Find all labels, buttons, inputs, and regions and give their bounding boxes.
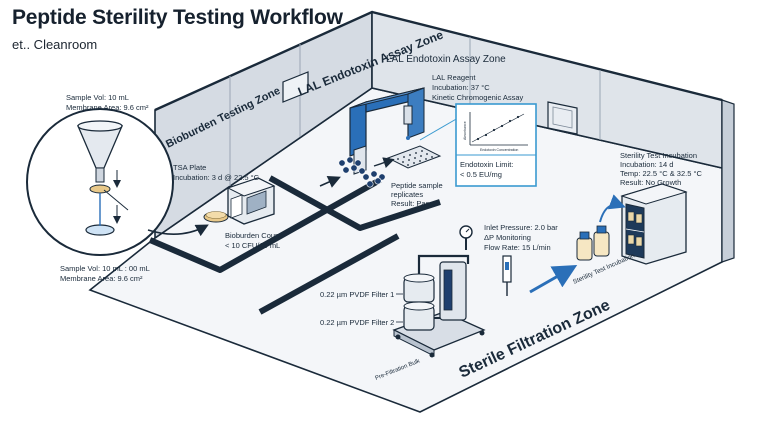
tsa-line1: TSA Plate (173, 163, 206, 172)
samples-to-plate-arrow (373, 157, 395, 168)
culture-bottles (576, 225, 610, 261)
peptide-samples-line2: replicates (391, 190, 423, 199)
page-subtitle: et.. Cleanroom (12, 37, 98, 52)
tsa-line2: Incubation: 3 d @ 22.5 °C (173, 173, 260, 182)
sterility-test-line4: Result: No Growth (620, 178, 681, 187)
inlet-pressure-line2: ΔP Monitoring (484, 233, 531, 242)
membrane-bottom-line2: Membrane Area: 9.6 cm² (60, 274, 143, 283)
peptide-samples-line1: Peptide sample (391, 181, 443, 190)
membrane-filter-callout (26, 108, 174, 256)
lal-microplate (386, 145, 442, 169)
endotoxin-limit-line1: Endotoxin Limit: (460, 160, 513, 169)
filter2-label: 0.22 µm PVDF Filter 2 (320, 318, 394, 327)
bioburden-to-lal-arrow (319, 176, 341, 188)
zone-label-lal-top: LAL Endotoxin Assay Zone (386, 54, 506, 65)
filter1-label: 0.22 µm PVDF Filter 1 (320, 290, 394, 299)
sterility-test-line3: Temp: 22.5 °C & 32.5 °C (620, 169, 702, 178)
bioburden-count-line1: Bioburden Count: (225, 231, 283, 240)
sterility-incubator-cabinet (620, 183, 688, 265)
inlet-pressure-line3: Flow Rate: 15 L/min (484, 243, 551, 252)
petri-dish (203, 211, 229, 223)
lal-gantry-robot (349, 87, 425, 175)
page-title: Peptide Sterility Testing Workflow (12, 6, 343, 29)
membrane-to-plate-arrow (147, 224, 209, 237)
filtration-to-bottles-arrow (529, 265, 578, 294)
bioburden-count-line2: < 10 CFU/10 mL (225, 241, 280, 250)
room-walls (88, 10, 735, 413)
endotoxin-chart-ylabel: Absorbance (463, 121, 467, 140)
wall-window (282, 71, 309, 103)
membrane-top-line2: Membrane Area: 9.6 cm² (66, 103, 149, 112)
lal-reagent-line1: LAL Reagent (432, 73, 476, 82)
sterility-test-line2: Incubation: 14 d (620, 160, 673, 169)
peptide-sample-vials (338, 156, 386, 188)
filtration-skid (392, 225, 512, 358)
bottles-to-cabinet-arrow (599, 194, 626, 223)
zone-partitions (148, 175, 441, 315)
membrane-bottom-line1: Sample Vol: 10 mL : 00 mL (60, 264, 150, 273)
endotoxin-chart-xlabel: Endotoxin Concentration (480, 148, 518, 152)
cleanroom-door (547, 101, 578, 135)
endotoxin-limit-line2: < 0.5 EU/mg (460, 170, 502, 179)
tsa-incubator (226, 177, 276, 225)
inlet-pressure-line1: Inlet Pressure: 2.0 bar (484, 223, 558, 232)
lal-reagent-line2: Incubation: 37 °C (432, 83, 490, 92)
membrane-top-line1: Sample Vol: 10 mL (66, 93, 129, 102)
peptide-samples-line3: Result: Pass (391, 199, 433, 208)
sterility-test-line1: Sterility Test Incubation (620, 151, 697, 160)
lal-reagent-line3: Kinetic Chromogenic Assay (432, 93, 524, 102)
endotoxin-chart-callout (419, 103, 537, 187)
